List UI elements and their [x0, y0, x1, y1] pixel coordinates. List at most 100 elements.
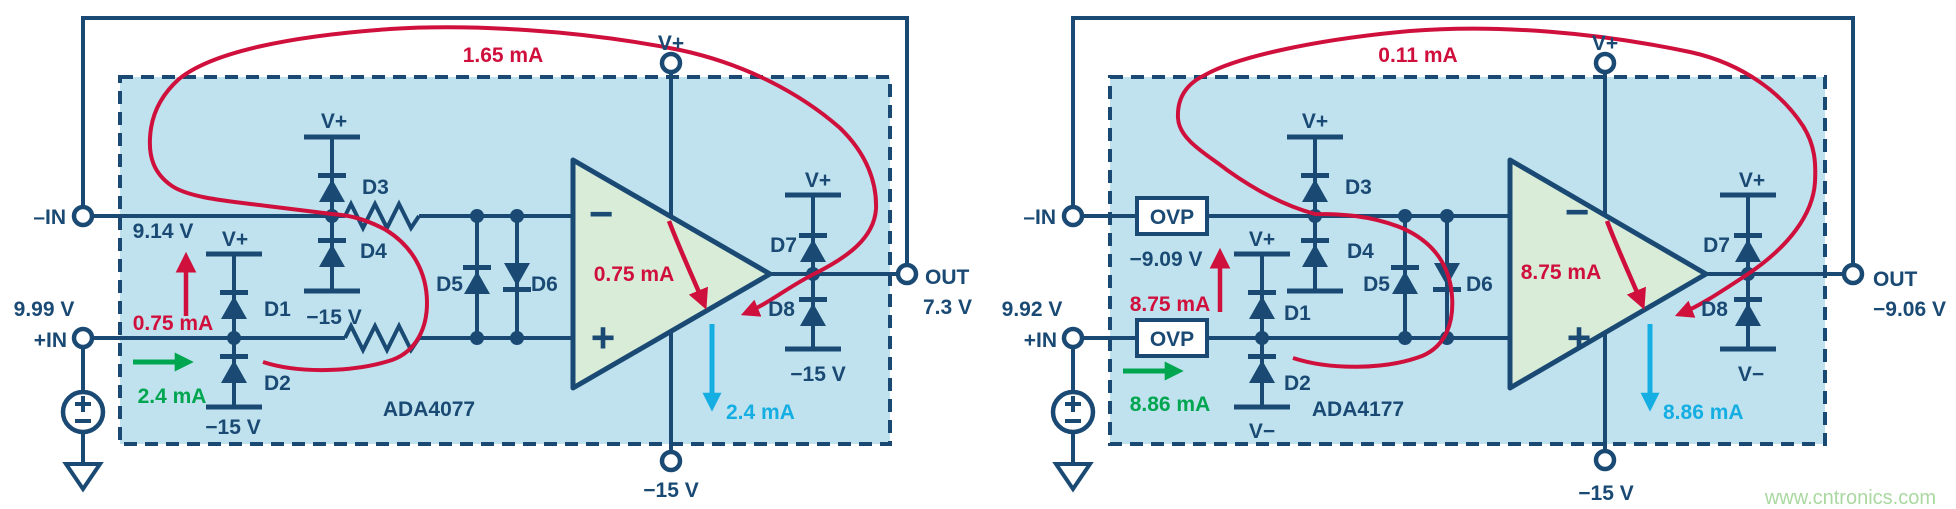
vplus-terminal	[659, 51, 683, 75]
chip-name: ADA4177	[1312, 398, 1404, 421]
left-circuit: 1.65 mA V+ −15 V –IN 9.14 V 9.99 V +IN 0…	[14, 16, 972, 502]
ground-icon	[1052, 462, 1094, 493]
watermark: www.cntronics.com	[1764, 487, 1936, 509]
neg-input-label: –IN	[33, 206, 66, 229]
d78-bottom-rail-label: −15 V	[790, 363, 845, 386]
d5-label: D5	[1363, 273, 1390, 296]
ic-boundary-box	[118, 75, 892, 446]
neg-input-label: –IN	[1023, 206, 1056, 229]
neg-input-terminal	[1061, 204, 1085, 228]
ovp-block-neg	[1135, 196, 1209, 236]
opamp-minus-input: −	[1565, 188, 1590, 235]
resistor	[343, 199, 421, 233]
d2-label: D2	[1284, 372, 1311, 395]
d1-d2-clamp	[206, 251, 262, 410]
opamp-plus-input: +	[1567, 314, 1592, 361]
right-circuit: 0.11 mA V+ −15 V –IN −9.09 V 9.92 V +IN …	[1002, 16, 1946, 505]
d78-top-rail-label: V+	[805, 169, 831, 192]
d34-bottom-rail-label: −15 V	[306, 306, 361, 329]
pos-input-label: +IN	[1024, 329, 1057, 352]
d12-bottom-rail-label: V−	[1249, 420, 1275, 443]
junction-dot	[510, 209, 524, 223]
junction-dot	[470, 331, 484, 345]
d3-label: D3	[362, 176, 389, 199]
d5-d6-differential-clamp	[463, 216, 531, 338]
junction-dot	[470, 209, 484, 223]
d7-label: D7	[770, 234, 797, 257]
output-voltage: −9.06 V	[1873, 298, 1946, 321]
input-current-label: 8.86 mA	[1130, 393, 1211, 416]
ovp-pos-label: OVP	[1150, 328, 1194, 351]
junction-dot	[1398, 331, 1412, 345]
d4-label: D4	[1347, 240, 1374, 263]
neg-input-voltage: −9.09 V	[1130, 248, 1203, 271]
junction-dot	[1398, 209, 1412, 223]
d4-label: D4	[360, 240, 387, 263]
amp-current-arrow	[1604, 220, 1646, 310]
opamp-minus-input: −	[589, 190, 614, 237]
opamp-plus-input: +	[591, 314, 616, 361]
vminus-terminal	[1593, 448, 1617, 472]
vminus-terminal	[659, 449, 683, 473]
feedback-wire	[1071, 16, 1855, 265]
d1-label: D1	[1284, 302, 1311, 325]
vminus-label: −15 V	[1578, 482, 1633, 505]
d5-label: D5	[436, 273, 463, 296]
pos-input-voltage: 9.92 V	[1002, 298, 1063, 321]
junction-dot	[1440, 209, 1454, 223]
d1-label: D1	[264, 298, 291, 321]
vplus-terminal	[1593, 51, 1617, 75]
junction-dot	[510, 331, 524, 345]
junction-dot	[227, 331, 241, 345]
amp-current-label: 8.75 mA	[1521, 261, 1602, 284]
input-current-label: 2.4 mA	[138, 385, 207, 408]
resistor	[343, 321, 421, 355]
tail-current-label: 2.4 mA	[726, 401, 795, 424]
ic-boundary-box	[1108, 75, 1827, 446]
d78-top-rail-label: V+	[1739, 169, 1765, 192]
d6-label: D6	[1466, 273, 1493, 296]
chip-name: ADA4077	[383, 398, 475, 421]
vplus-label: V+	[658, 32, 684, 55]
vplus-label: V+	[1592, 32, 1618, 55]
d8-label: D8	[768, 298, 795, 321]
loop-current-label: 0.11 mA	[1378, 44, 1457, 67]
ovp-neg-label: OVP	[1150, 206, 1194, 229]
pos-input-label: +IN	[34, 329, 67, 352]
d2-label: D2	[264, 372, 291, 395]
ground-icon	[62, 462, 104, 493]
d34-top-rail-label: V+	[1302, 110, 1328, 133]
output-label: OUT	[925, 266, 970, 289]
vminus-label: −15 V	[643, 479, 698, 502]
pos-input-terminal	[71, 326, 95, 350]
clamp-current-label: 0.75 mA	[133, 312, 214, 335]
loop-current-label: 1.65 mA	[463, 44, 544, 67]
pos-input-terminal	[1061, 326, 1085, 350]
d3-label: D3	[1345, 176, 1372, 199]
pos-input-voltage: 9.99 V	[14, 298, 75, 321]
d6-label: D6	[531, 273, 558, 296]
amp-current-arrow	[666, 220, 708, 310]
neg-input-terminal	[71, 204, 95, 228]
output-label: OUT	[1873, 268, 1918, 291]
d1-d2-clamp	[1234, 251, 1290, 410]
opamp-triangle	[1507, 157, 1709, 391]
d8-label: D8	[1701, 298, 1728, 321]
d12-bottom-rail-label: −15 V	[205, 416, 260, 439]
neg-input-voltage: 9.14 V	[133, 220, 194, 243]
amp-current-label: 0.75 mA	[594, 263, 675, 286]
fault-current-loop	[1175, 26, 1818, 369]
ovp-block-pos	[1135, 318, 1209, 358]
output-terminal	[1841, 262, 1865, 286]
fault-current-loop	[147, 25, 879, 372]
d12-top-rail-label: V+	[222, 228, 248, 251]
clamp-current-label: 8.75 mA	[1130, 293, 1211, 316]
tail-current-label: 8.86 mA	[1663, 401, 1744, 424]
d34-top-rail-label: V+	[321, 110, 347, 133]
output-voltage: 7.3 V	[923, 296, 972, 319]
junction-dot	[1255, 331, 1269, 345]
d7-label: D7	[1703, 234, 1730, 257]
output-terminal	[895, 262, 919, 286]
d12-top-rail-label: V+	[1249, 228, 1275, 251]
feedback-wire	[81, 16, 909, 265]
